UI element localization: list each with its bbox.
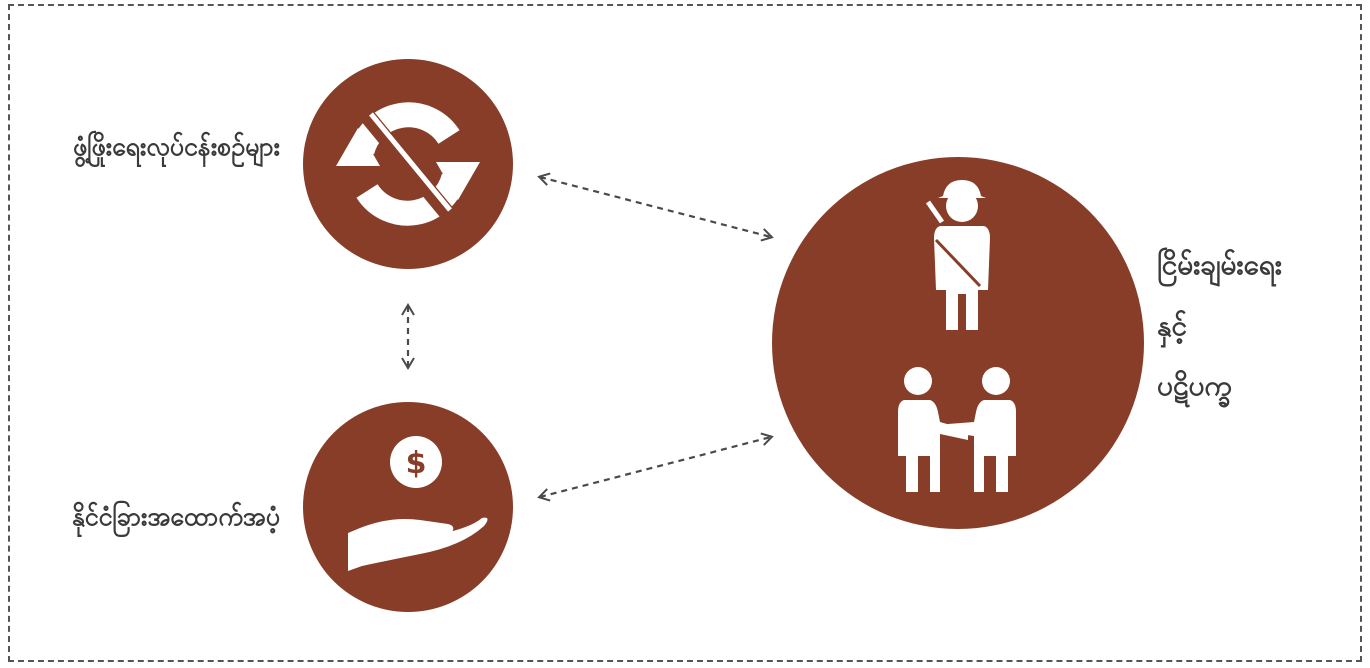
node-peace-circle: [772, 157, 1144, 529]
handshake-icon: [898, 367, 1016, 492]
label-peace: ငြိမ်းချမ်းရေး နှင့် ပဋိပက္ခ: [1157, 248, 1282, 430]
label-peace-line-2: နှင့်: [1157, 308, 1187, 342]
connector-development-peace: [537, 172, 774, 242]
label-peace-line-3: ပဋိပက္ခ: [1157, 369, 1232, 403]
label-development: ဖွံ့ဖြိုးရေးလုပ်ငန်းစဉ်များ: [72, 132, 280, 161]
diagram-frame: [8, 4, 1362, 662]
coin-icon: [390, 436, 442, 488]
label-foreign-aid: နိုင်ငံခြားအထောက်အပံ့: [71, 502, 280, 531]
connector-aid-peace: [537, 432, 774, 502]
node-foreign-aid-circle: [303, 402, 513, 612]
blocked-refresh-icon: [336, 102, 480, 226]
node-peace: [772, 157, 1144, 529]
soldier-icon: [925, 180, 990, 330]
node-foreign-aid: $: [303, 402, 513, 612]
node-development: [303, 59, 513, 269]
dollar-symbol: $: [406, 446, 427, 481]
hand-dollar-icon: $: [348, 436, 488, 571]
label-peace-line-1: ငြိမ်းချမ်းရေး: [1157, 248, 1283, 281]
